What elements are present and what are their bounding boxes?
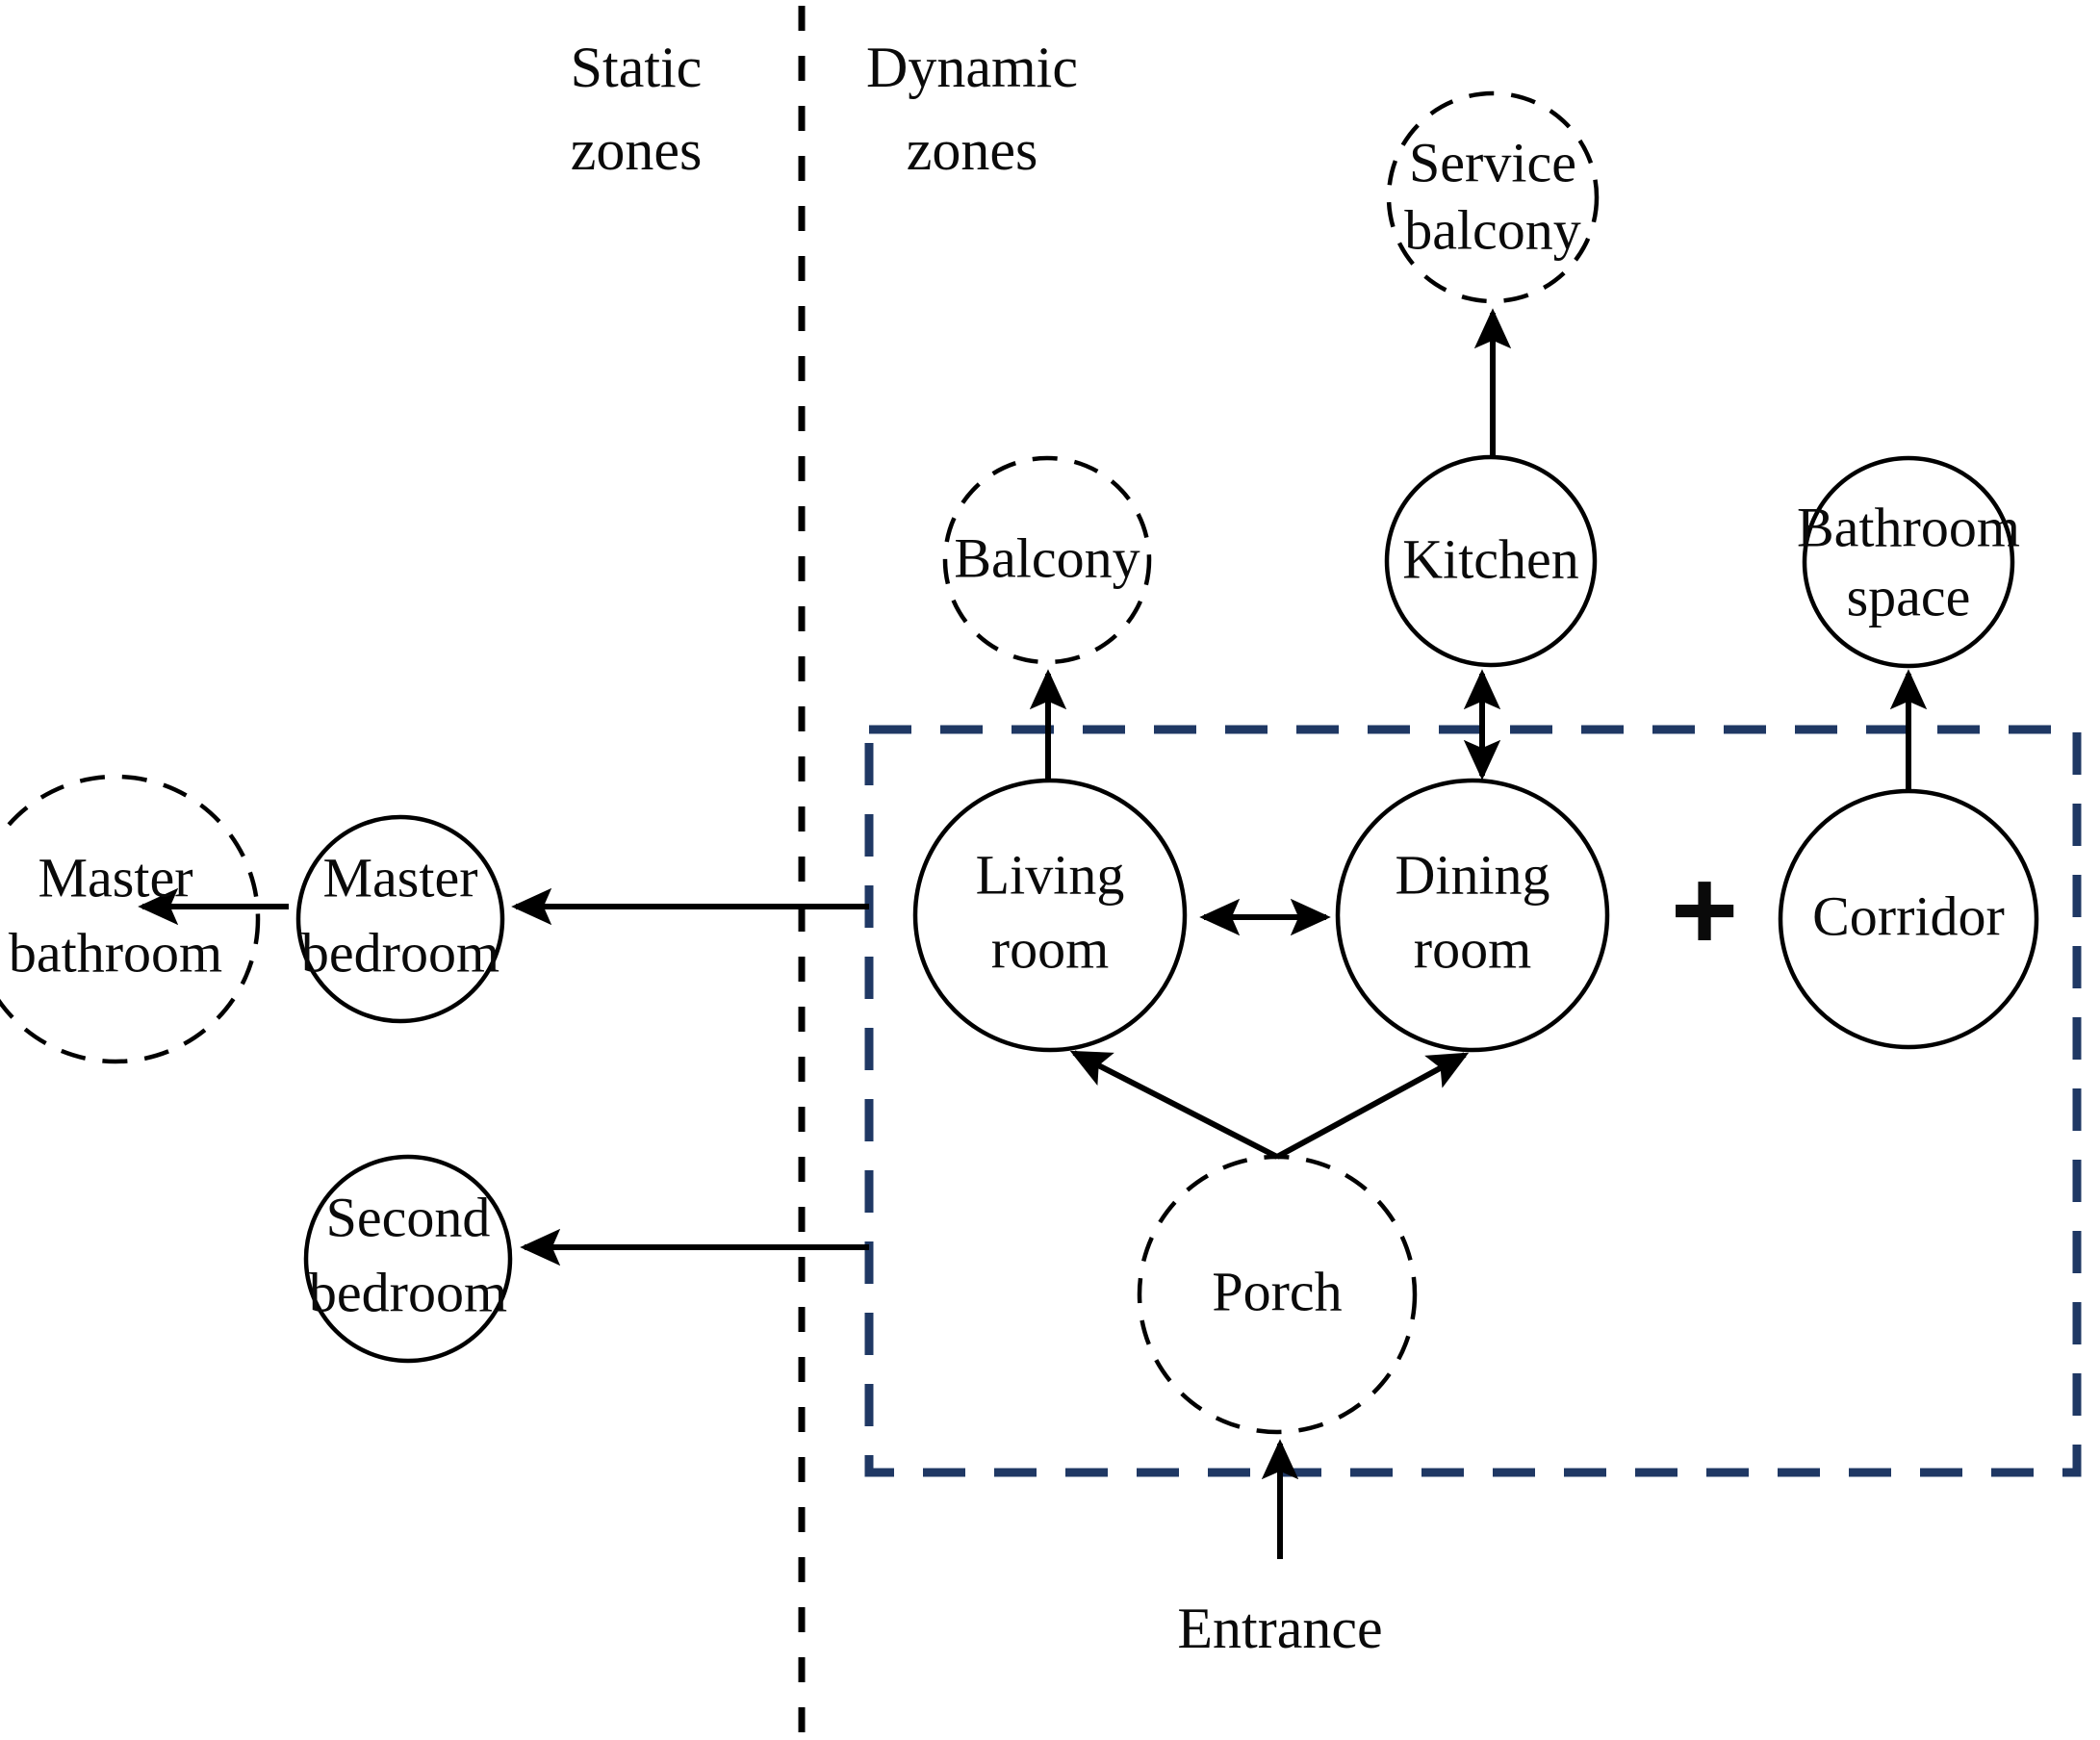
master-bathroom-label-line1: Master xyxy=(38,846,192,908)
porch-label: Porch xyxy=(1212,1260,1342,1322)
static-zones-line2: zones xyxy=(571,118,703,182)
master-bathroom-circle[interactable] xyxy=(0,774,261,1064)
master-bedroom-label-line2: bedroom xyxy=(301,921,499,984)
service-balcony-circle[interactable] xyxy=(1386,90,1600,304)
master-bedroom-label-line1: Master xyxy=(322,846,477,908)
dynamic-zones-line2: zones xyxy=(907,118,1038,182)
balcony-circle[interactable] xyxy=(942,455,1152,665)
kitchen-circle[interactable] xyxy=(1384,454,1598,668)
corridor-circle[interactable] xyxy=(1778,788,2039,1050)
service-balcony-label-line2: balcony xyxy=(1404,198,1581,261)
dynamic-zones-label: Dynamic zones xyxy=(866,36,1078,182)
dynamic-zones-line1: Dynamic xyxy=(866,36,1078,99)
living-room-circle[interactable] xyxy=(912,778,1188,1053)
node-master-bedroom[interactable]: Master bedroom xyxy=(295,814,505,1024)
node-living-room[interactable]: Living room xyxy=(912,778,1188,1053)
dynamic-zone-boundary-rect xyxy=(864,725,2082,1477)
node-bathroom-space[interactable]: Bathroom space xyxy=(1797,455,2020,669)
plus-operator: + xyxy=(1671,846,1738,975)
balcony-label: Balcony xyxy=(954,526,1140,589)
dining-room-label-line1: Dining xyxy=(1395,843,1549,906)
second-bedroom-label-line2: bedroom xyxy=(309,1261,507,1323)
node-porch[interactable]: Porch xyxy=(1137,1154,1418,1435)
entrance-label: Entrance xyxy=(1177,1597,1382,1660)
second-bedroom-circle[interactable] xyxy=(303,1154,513,1364)
bathroom-space-circle[interactable] xyxy=(1802,455,2015,669)
dining-room-label-line2: room xyxy=(1414,917,1531,980)
node-balcony[interactable]: Balcony xyxy=(942,455,1152,665)
service-balcony-label-line1: Service xyxy=(1409,131,1576,193)
dining-room-circle[interactable] xyxy=(1335,778,1610,1053)
node-corridor[interactable]: Corridor xyxy=(1778,788,2039,1050)
living-room-label-line1: Living xyxy=(976,843,1125,906)
node-dining-room[interactable]: Dining room xyxy=(1335,778,1610,1053)
second-bedroom-label-line1: Second xyxy=(326,1186,491,1248)
master-bedroom-circle[interactable] xyxy=(295,814,505,1024)
node-second-bedroom[interactable]: Second bedroom xyxy=(303,1154,513,1364)
porch-circle[interactable] xyxy=(1137,1154,1418,1435)
bathroom-space-label-line1: Bathroom xyxy=(1797,496,2020,558)
node-master-bathroom[interactable]: Master bathroom xyxy=(0,774,261,1064)
corridor-label: Corridor xyxy=(1812,884,2005,947)
living-room-label-line2: room xyxy=(991,917,1109,980)
master-bathroom-label-line2: bathroom xyxy=(9,921,222,984)
static-zones-line1: Static xyxy=(571,36,703,99)
node-kitchen[interactable]: Kitchen xyxy=(1384,454,1598,668)
kitchen-label: Kitchen xyxy=(1402,527,1579,590)
node-service-balcony[interactable]: Service balcony xyxy=(1386,90,1600,304)
edge-porch-to-living-room xyxy=(1069,1050,1279,1160)
edge-porch-to-dining-room xyxy=(1275,1052,1470,1160)
static-zones-label: Static zones xyxy=(571,36,703,182)
bathroom-space-label-line2: space xyxy=(1847,565,1971,627)
